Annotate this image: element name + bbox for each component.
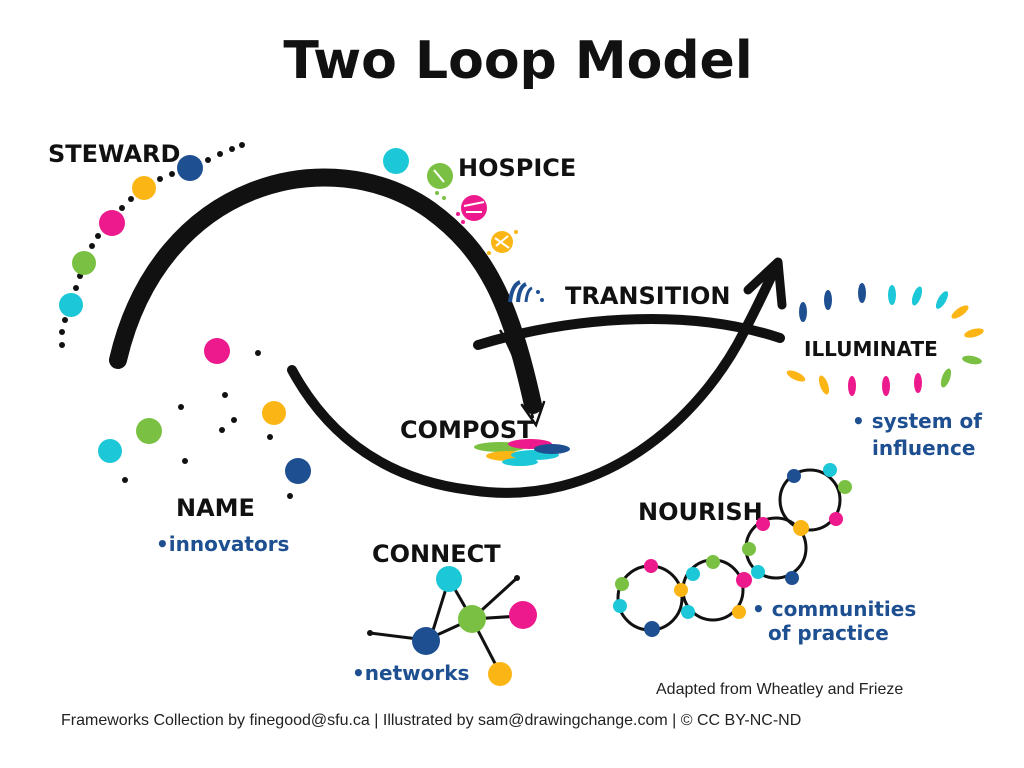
connect-network bbox=[367, 566, 537, 686]
hospice-fading-dots bbox=[383, 148, 544, 303]
steward-bead-green bbox=[72, 251, 96, 275]
new-system-loop bbox=[287, 270, 777, 498]
credits-text: Frameworks Collection by finegood@sfu.ca… bbox=[61, 712, 802, 729]
hospice-label: HOSPICE bbox=[458, 154, 576, 182]
old-system-loop bbox=[109, 168, 542, 414]
compost-pile bbox=[474, 439, 570, 466]
compost-arrowhead bbox=[520, 400, 546, 428]
illuminate-label: ILLUMINATE bbox=[804, 337, 938, 361]
nourish-beads bbox=[613, 463, 852, 637]
new-system-arrowhead bbox=[743, 257, 787, 310]
name-scatter bbox=[98, 338, 311, 499]
attribution-text: Adapted from Wheatley and Frieze bbox=[656, 681, 904, 698]
illuminate-sublabel-2: influence bbox=[872, 436, 975, 460]
steward-bead-navy bbox=[177, 155, 203, 181]
compost-label: COMPOST bbox=[400, 416, 534, 444]
steward-beads bbox=[59, 142, 245, 348]
connect-sublabel: •networks bbox=[352, 661, 469, 685]
nourish-label: NOURISH bbox=[638, 498, 763, 526]
diagram-title: Two Loop Model bbox=[283, 31, 752, 91]
nourish-sublabel-1: • communities bbox=[752, 597, 916, 621]
steward-bead-yellow bbox=[132, 176, 156, 200]
illuminate-burst bbox=[786, 283, 984, 396]
name-label: NAME bbox=[176, 494, 255, 522]
steward-label: STEWARD bbox=[48, 140, 180, 168]
connect-label: CONNECT bbox=[372, 540, 501, 568]
nourish-sublabel-2: of practice bbox=[768, 621, 889, 645]
name-sublabel: •innovators bbox=[156, 532, 289, 556]
illuminate-sublabel-1: • system of bbox=[852, 409, 982, 433]
transition-label: TRANSITION bbox=[565, 282, 731, 310]
steward-bead-cyan bbox=[59, 293, 83, 317]
transition-line bbox=[473, 314, 785, 350]
steward-bead-magenta bbox=[99, 210, 125, 236]
